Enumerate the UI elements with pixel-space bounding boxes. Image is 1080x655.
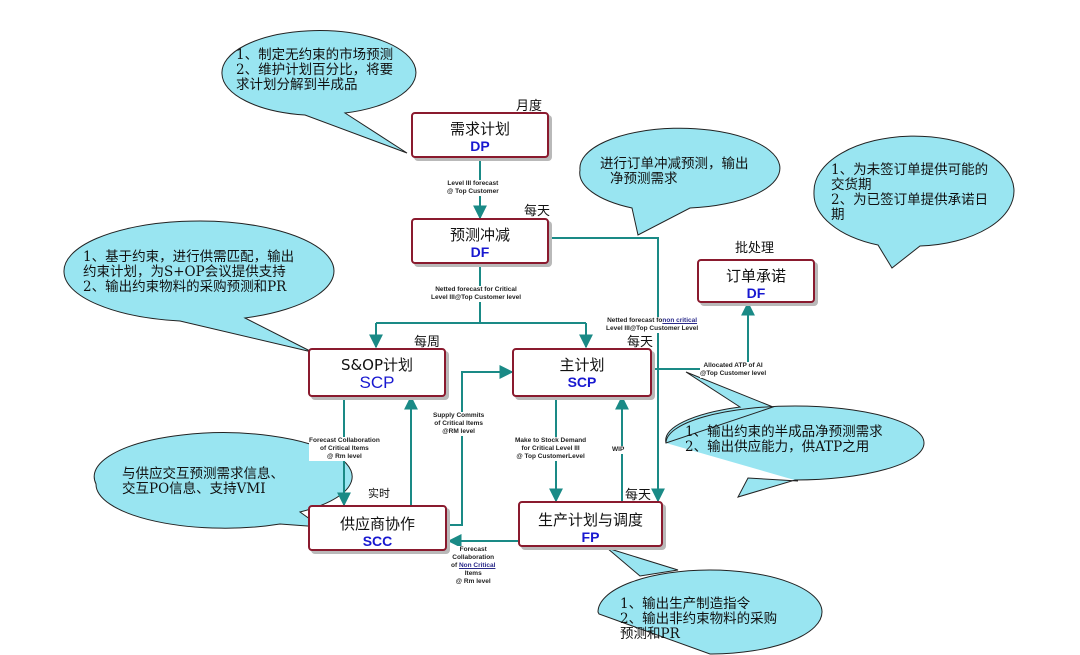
callout-line: 交互PO信息、支持VMI xyxy=(122,481,266,497)
callout-consume-text: 进行订单冲减预测，输出 净预测需求 xyxy=(600,157,749,187)
box-supplier-collaboration: 供应商协作 SCC xyxy=(308,505,447,551)
freq-daily-consume: 每天 xyxy=(524,204,551,219)
box-code: DF xyxy=(746,285,766,301)
callout-line: 与供应交互预测需求信息、 xyxy=(122,466,284,482)
label-line: @ Top Customer xyxy=(447,188,499,195)
callout-supplier-bubble xyxy=(93,432,353,529)
callout-line: 2、输出约束物料的采购预测和PR xyxy=(83,279,287,295)
arrow-noncritical-to-fp xyxy=(548,237,665,503)
callout-line: 交货期 xyxy=(831,177,872,193)
label-line: Netted forecast for Critical xyxy=(435,286,517,293)
callout-master-bubble xyxy=(665,371,925,498)
box-sop-plan: S&OP计划 SCP xyxy=(308,348,446,397)
box-title: 订单承诺 xyxy=(725,267,786,285)
label-line: Forecast Collaboration xyxy=(309,437,380,444)
label-line: Allocated ATP of AI xyxy=(703,362,763,369)
arrow-supply-commits xyxy=(447,365,514,526)
callout-line: 2、输出非约束物料的采购 xyxy=(620,611,778,627)
box-title: 供应商协作 xyxy=(339,515,415,533)
label-line: @ Rm level xyxy=(326,453,362,460)
label-line: Level III forecast xyxy=(447,180,499,187)
box-title: S&OP计划 xyxy=(340,356,414,374)
callout-line: 1、基于约束，进行供需匹配，输出 xyxy=(83,249,295,265)
callout-line: 1、为未签订单提供可能的 xyxy=(831,162,989,178)
freq-daily-master: 每天 xyxy=(627,335,654,350)
label-line: Supply Commits xyxy=(433,412,485,419)
label-level3-forecast: Level III forecast @ Top Customer xyxy=(447,180,499,196)
label-line: Level III@Top Customer Level xyxy=(606,325,699,332)
arrow-atp-to-promise xyxy=(652,301,755,370)
box-title: 预测冲减 xyxy=(449,226,510,244)
box-code: DF xyxy=(470,244,490,260)
label-line: Items xyxy=(464,570,482,577)
box-production-scheduling: 生产计划与调度 FP xyxy=(518,501,663,547)
box-order-promising: 订单承诺 DF xyxy=(697,259,815,303)
callout-promise-bubble xyxy=(813,135,1015,269)
box-title: 主计划 xyxy=(559,356,605,374)
box-master-plan: 主计划 SCP xyxy=(512,348,652,397)
label-line: for Critical Level III xyxy=(521,445,580,452)
label-line: of Critical Items xyxy=(434,420,484,427)
label-line: @ Top CustomerLevel xyxy=(516,453,585,460)
callout-supplier-text: 与供应交互预测需求信息、 交互PO信息、支持VMI xyxy=(122,467,284,497)
label-allocated-atp: Allocated ATP of AI @Top Customer level xyxy=(700,362,767,378)
callout-line: 2、为已签订单提供承诺日 xyxy=(831,192,989,208)
callout-line: 求计划分解到半成品 xyxy=(236,77,358,93)
box-code: FP xyxy=(581,529,600,545)
box-code: SCP xyxy=(359,373,395,392)
label-line: of Critical Items xyxy=(320,445,369,452)
label-line: @RM level xyxy=(442,428,475,435)
box-code: SCP xyxy=(567,374,597,390)
label-line: Make to Stock Demand xyxy=(515,437,587,444)
label-netted-critical: Netted forecast for Critical Level III@T… xyxy=(431,286,522,302)
callout-promise-text: 1、为未签订单提供可能的 交货期 2、为已签订单提供承诺日 期 xyxy=(831,163,988,223)
label-wip: WIP xyxy=(612,446,625,454)
label-make-to-stock: Make to Stock Demand for Critical Level … xyxy=(515,437,587,461)
callout-line: 进行订单冲减预测，输出 xyxy=(600,156,749,172)
label-text: Netted forecast fo xyxy=(607,317,663,324)
callout-consume-bubble xyxy=(579,127,781,236)
callout-line: 约束计划，为S+OP会议提供支持 xyxy=(83,264,286,280)
label-line: @Top Customer level xyxy=(700,370,767,377)
label-line: Collaboration xyxy=(452,554,495,561)
callout-line: 净预测需求 xyxy=(610,171,678,187)
freq-batch: 批处理 xyxy=(735,241,775,256)
label-text: of xyxy=(451,562,459,569)
callout-line: 1、制定无约束的市场预测 xyxy=(236,47,394,63)
box-demand-plan: 需求计划 DP xyxy=(411,112,549,158)
callout-production-bubble xyxy=(597,547,823,655)
box-title: 生产计划与调度 xyxy=(537,511,643,529)
label-line: Forecast xyxy=(459,546,487,553)
label-underlined: Non Critical xyxy=(458,562,496,569)
box-code: SCC xyxy=(362,533,393,549)
freq-monthly: 月度 xyxy=(516,99,543,114)
callout-demand-bubble xyxy=(221,30,417,154)
callout-line: 1、输出生产制造指令 xyxy=(620,596,751,612)
freq-realtime: 实时 xyxy=(368,487,390,500)
label-line: @ Rm level xyxy=(455,578,491,585)
freq-weekly: 每周 xyxy=(414,335,441,350)
callout-line: 2、维护计划百分比，将要 xyxy=(236,62,394,78)
callout-line: 期 xyxy=(831,207,845,223)
callout-production-text: 1、输出生产制造指令 2、输出非约束物料的采购 预测和PR xyxy=(620,597,777,642)
label-forecast-collab-critical: Forecast Collaboration of Critical Items… xyxy=(309,437,380,461)
callout-demand-text: 1、制定无约束的市场预测 2、维护计划百分比，将要 求计划分解到半成品 xyxy=(236,48,393,93)
callout-master-text: 1、输出约束的半成品净预测需求 2、输出供应能力，供ATP之用 xyxy=(685,425,883,455)
box-forecast-consumption: 预测冲减 DF xyxy=(411,218,549,264)
callout-line: 1、输出约束的半成品净预测需求 xyxy=(685,424,883,440)
box-title: 需求计划 xyxy=(449,120,510,138)
label-underlined: non critical xyxy=(662,317,698,324)
callout-sop-bubble xyxy=(63,220,335,353)
label-line: Level III@Top Customer level xyxy=(431,294,522,301)
box-code: DP xyxy=(470,138,490,154)
label-forecast-collab-noncritical: Forecast Collaboration of Non Critical I… xyxy=(451,546,496,586)
callout-line: 2、输出供应能力，供ATP之用 xyxy=(685,439,870,455)
callout-sop-text: 1、基于约束，进行供需匹配，输出 约束计划，为S+OP会议提供支持 2、输出约束… xyxy=(83,250,294,295)
freq-daily-production: 每天 xyxy=(625,488,652,503)
label-supply-commits: Supply Commits of Critical Items @RM lev… xyxy=(433,412,485,436)
label-netted-noncritical: Netted forecast fonon critical Level III… xyxy=(606,317,699,333)
callout-line: 预测和PR xyxy=(620,626,680,642)
